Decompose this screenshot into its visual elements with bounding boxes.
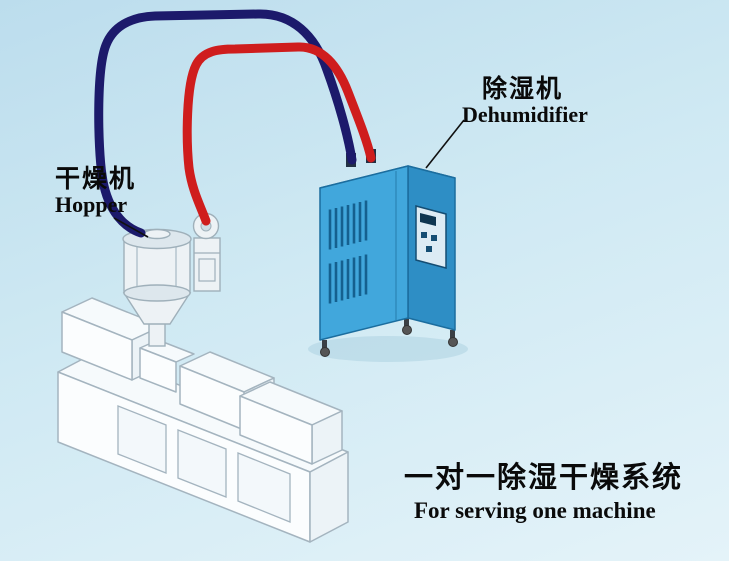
barrel-cover2-front — [239, 395, 313, 465]
gearbox-front — [61, 311, 133, 381]
caption-cn: 一对一除湿干燥系统 — [404, 462, 684, 494]
dehumidifier-label-cn: 除湿机 — [482, 75, 564, 103]
panel-display — [420, 213, 436, 226]
supply-air-hose-red — [182, 42, 376, 226]
hopper-dryer — [122, 212, 221, 347]
caster-wheels — [320, 318, 458, 357]
return-air-hose-navy — [94, 9, 357, 238]
cabinet-front-face — [319, 165, 409, 341]
throat-box-front — [139, 347, 177, 393]
panel-button — [421, 232, 427, 238]
vent-slots-upper — [328, 200, 368, 250]
blower-panel — [198, 258, 216, 282]
dehumidifier-cabinet — [319, 149, 458, 357]
dehumidifier-pointer-line — [425, 119, 465, 169]
hopper-pointer-line — [113, 217, 149, 238]
hopper-label: 干燥机 Hopper — [55, 166, 136, 217]
caption-en: For serving one machine — [414, 498, 656, 523]
system-caption: 一对一除湿干燥系统 For serving one machine — [404, 454, 683, 524]
label-pointer-lines — [113, 119, 465, 238]
machine-base-end — [309, 451, 349, 543]
dehumidifier-label-en: Dehumidifier — [462, 102, 588, 127]
machine-door-panel — [117, 405, 167, 474]
hopper-bottom-rim — [123, 284, 191, 302]
extruder-machine — [57, 297, 349, 543]
panel-button — [426, 246, 432, 252]
control-panel — [415, 205, 447, 269]
machine-door-panel — [237, 452, 291, 523]
hopper-label-en: Hopper — [55, 192, 128, 217]
hopper-label-cn: 干燥机 — [55, 165, 137, 193]
dehumidifier-label: 除湿机 Dehumidifier — [462, 76, 588, 127]
hopper-outlet-tube — [148, 321, 166, 347]
panel-button — [431, 235, 437, 241]
cabinet-shadow — [308, 336, 468, 362]
vent-slots-lower — [328, 254, 368, 304]
blower-housing — [193, 237, 221, 292]
machine-door-panel — [177, 429, 227, 498]
